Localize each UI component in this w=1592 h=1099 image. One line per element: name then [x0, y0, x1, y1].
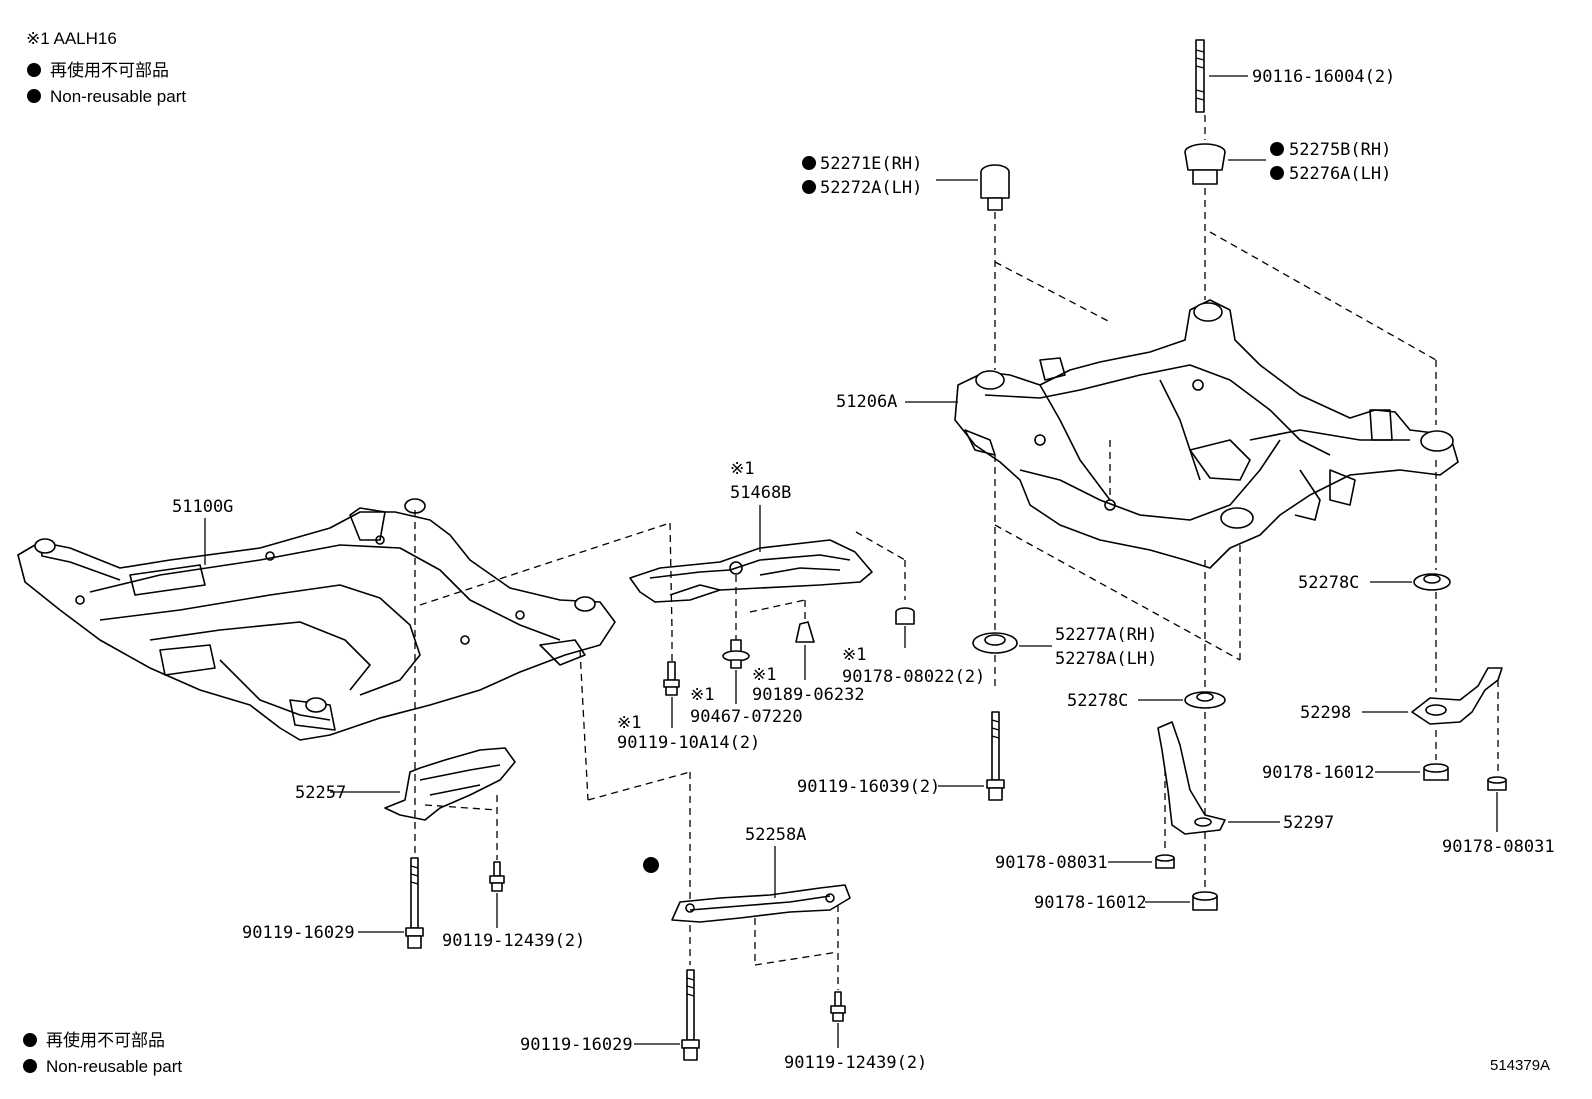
ref-mark: ※1: [752, 665, 776, 685]
non-reusable-en: Non-reusable part: [50, 87, 186, 106]
legend-top: ※1 AALH16 再使用不可部品 Non-reusable part: [26, 29, 186, 106]
nut-90178-16012-right: 90178-16012: [1262, 763, 1449, 783]
bushing-52271E: 52271E(RH) 52272A(LH): [802, 154, 1010, 211]
brace-52258A: 52258A: [643, 825, 851, 923]
alignment-lines-rear: [994, 115, 1499, 890]
part-label: 52278C: [1298, 573, 1359, 593]
part-label: 52257: [295, 783, 346, 803]
part-label: 90178-16012: [1034, 893, 1147, 913]
part-label: 52275B(RH): [1289, 140, 1391, 160]
legend-bottom: 再使用不可部品 Non-reusable part: [23, 1030, 182, 1076]
nut-90178-08022: ※1 90178-08022(2): [842, 607, 985, 687]
bolt-90119-12439-bottom: 90119-12439(2): [784, 991, 927, 1073]
part-label: 90178-16012: [1262, 763, 1375, 783]
ref-mark: ※1: [690, 685, 714, 705]
bolt-90119-16039: 90119-16039(2): [797, 711, 1005, 801]
bracket-52297: 52297: [1157, 721, 1334, 835]
non-reusable-bullet-icon: [802, 156, 816, 170]
callout-51206A: 51206A: [836, 392, 958, 412]
non-reusable-en: Non-reusable part: [46, 1057, 182, 1076]
bracket-52298: 52298: [1300, 667, 1503, 725]
non-reusable-jp: 再使用不可部品: [50, 60, 169, 80]
non-reusable-jp: 再使用不可部品: [46, 1030, 165, 1050]
non-reusable-bullet-icon: [27, 63, 41, 77]
non-reusable-bullet-icon: [27, 89, 41, 103]
non-reusable-bullet-icon: [802, 180, 816, 194]
clip-90467-07220: ※1 90467-07220: [690, 639, 803, 727]
rear-crossmember-drawing: [954, 299, 1459, 569]
part-label: 51206A: [836, 392, 897, 412]
part-label: 52278C: [1067, 691, 1128, 711]
part-label: 90178-08031: [1442, 837, 1555, 857]
plate-51468B: ※1 51468B: [629, 459, 873, 603]
bracket-52257: 52257: [295, 747, 516, 821]
part-label: 52276A(LH): [1289, 164, 1391, 184]
part-label: 51468B: [730, 483, 791, 503]
part-label: 52278A(LH): [1055, 649, 1157, 669]
part-label: 90119-12439(2): [784, 1053, 927, 1073]
non-reusable-bullet-icon: [23, 1033, 37, 1047]
stopper-52278C-lower: 52278C: [1067, 691, 1226, 711]
alignment-lines-plate: [419, 522, 906, 900]
front-crossmember-drawing: [17, 498, 616, 741]
bolt-90119-16029-bottom: 90119-16029: [520, 969, 700, 1061]
part-label: 90116-16004(2): [1252, 67, 1395, 87]
part-label: 90178-08031: [995, 853, 1108, 873]
ref-mark: ※1: [617, 713, 641, 733]
part-label: 90119-10A14(2): [617, 733, 760, 753]
part-label: 90119-16029: [520, 1035, 633, 1055]
stopper-52277A: 52277A(RH) 52278A(LH): [972, 625, 1157, 669]
bushing-52275B: 52275B(RH) 52276A(LH): [1184, 140, 1391, 185]
non-reusable-bullet-icon: [1270, 166, 1284, 180]
part-label: 90178-08022(2): [842, 667, 985, 687]
aalh-note: ※1 AALH16: [26, 29, 117, 48]
ref-mark: ※1: [842, 645, 866, 665]
nut-90189-06232: ※1 90189-06232: [752, 621, 865, 705]
non-reusable-bullet-icon: [23, 1059, 37, 1073]
part-label: 52258A: [745, 825, 806, 845]
bolt-90116-16004: 90116-16004(2): [1195, 39, 1395, 113]
nut-90178-08031-right: 90178-08031: [1442, 776, 1555, 857]
part-label: 51100G: [172, 497, 233, 517]
non-reusable-bullet-icon: [1270, 142, 1284, 156]
part-label: 90119-12439(2): [442, 931, 585, 951]
callout-51100G: 51100G: [172, 497, 233, 565]
nut-90178-08031-mid: 90178-08031: [995, 853, 1175, 873]
illustration-code: 514379A: [1490, 1057, 1550, 1074]
bolt-90119-10A14: ※1 90119-10A14(2): [617, 661, 760, 753]
part-label: 52277A(RH): [1055, 625, 1157, 645]
bolt-90119-12439-left: 90119-12439(2): [442, 861, 585, 951]
bolt-90119-16029-left: 90119-16029: [242, 857, 424, 949]
part-label: 90119-16029: [242, 923, 355, 943]
part-label: 52297: [1283, 813, 1334, 833]
stopper-52278C-upper: 52278C: [1298, 573, 1451, 593]
non-reusable-bullet-icon: [643, 857, 659, 873]
alignment-lines-52257: [414, 510, 498, 860]
part-label: 52272A(LH): [820, 178, 922, 198]
alignment-lines-52258A: [689, 905, 839, 990]
part-label: 90467-07220: [690, 707, 803, 727]
ref-mark: ※1: [730, 459, 754, 479]
part-label: 90189-06232: [752, 685, 865, 705]
part-label: 52271E(RH): [820, 154, 922, 174]
part-label: 90119-16039(2): [797, 777, 940, 797]
nut-90178-16012-mid: 90178-16012: [1034, 891, 1218, 913]
part-label: 52298: [1300, 703, 1351, 723]
